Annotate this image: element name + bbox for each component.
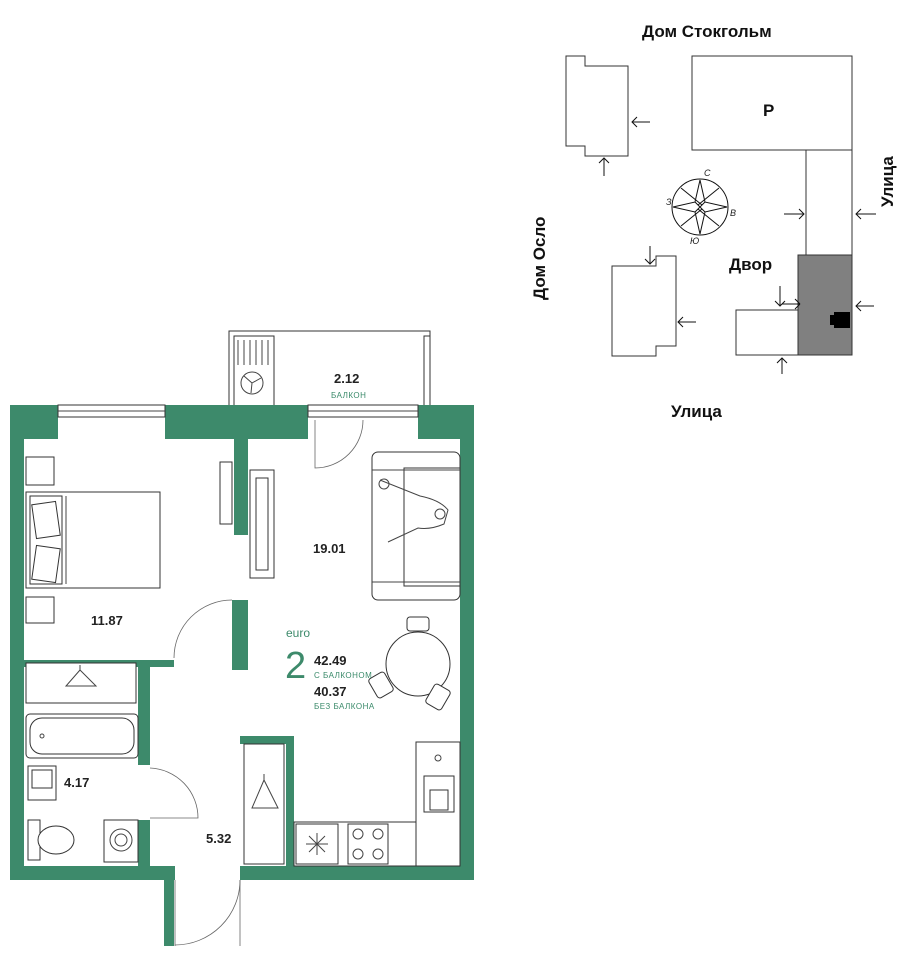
- area-with-balcony-caption: С БАЛКОНОМ: [314, 671, 372, 680]
- living-kitchen-area: 19.01: [313, 541, 346, 556]
- balcony-grate: [237, 340, 269, 365]
- area-with-balcony: 42.49: [314, 653, 347, 668]
- apartment-type: euro: [286, 626, 310, 640]
- bathroom-fixtures: [25, 713, 139, 863]
- kitchen: [293, 741, 461, 867]
- bedroom-area: 11.87: [91, 613, 123, 628]
- bedroom-furniture: [25, 456, 233, 704]
- walls: [10, 405, 474, 946]
- balcony: [228, 330, 431, 407]
- fridge-snowflake-icon: [306, 833, 328, 855]
- windows: [57, 404, 419, 418]
- stove-icon: [347, 823, 389, 865]
- rooms-count: 2: [285, 645, 306, 687]
- living-furniture: [249, 451, 461, 711]
- hallway-area: 5.32: [206, 831, 231, 846]
- area-without-balcony-caption: БЕЗ БАЛКОНА: [314, 702, 375, 711]
- doors: [149, 419, 364, 946]
- balcony-area: 2.12: [334, 371, 359, 386]
- area-without-balcony: 40.37: [314, 684, 347, 699]
- hallway-wardrobe: [243, 743, 285, 865]
- balcony-caption: БАЛКОН: [331, 391, 366, 400]
- ventilation-fan-icon: [240, 371, 264, 395]
- bathroom-area: 4.17: [64, 775, 89, 790]
